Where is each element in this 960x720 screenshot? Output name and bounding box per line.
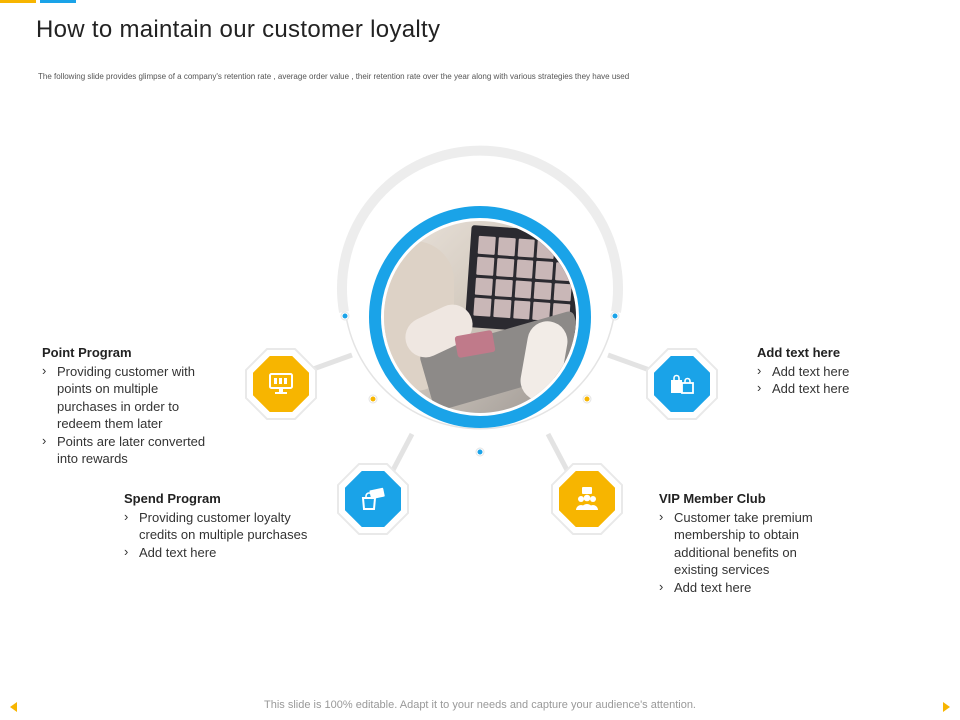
top-accent-bar-yellow (0, 0, 36, 3)
shopping-bag-card-icon (361, 487, 385, 510)
list-item: Add text here (124, 543, 324, 562)
connector-spend-program (389, 432, 415, 474)
add-text-octagon (654, 356, 710, 412)
list-item: Providing customer loyalty credits on mu… (124, 508, 324, 544)
add-text-block: Add text here Add text here Add text her… (757, 344, 927, 398)
center-blue-ring (369, 206, 591, 428)
add-text-heading: Add text here (757, 345, 841, 360)
arc-dot (477, 449, 483, 455)
list-item: Points are later converted into rewards (42, 432, 212, 468)
list-item: Providing customer with points on multip… (42, 362, 212, 433)
spend-program-block: Spend Program Providing customer loyalty… (124, 490, 324, 561)
shopping-bags-icon (671, 374, 694, 394)
spend-program-heading: Spend Program (124, 491, 221, 506)
footer-note: This slide is 100% editable. Adapt it to… (264, 699, 696, 711)
arc-dot (584, 396, 590, 402)
list-item: Add text here (757, 379, 927, 398)
outer-gray-arc (337, 145, 623, 313)
vip-member-club-list: Customer take premium membership to obta… (659, 508, 829, 597)
vip-member-club-heading: VIP Member Club (659, 491, 766, 506)
connector-vip-club (545, 432, 571, 474)
page-subtitle: The following slide provides glimpse of … (38, 72, 630, 81)
inner-thin-arc (345, 315, 615, 430)
add-text-list: Add text here Add text here (757, 362, 927, 398)
previous-slide-arrow-icon[interactable] (10, 702, 17, 712)
monitor-icon (269, 373, 293, 394)
next-slide-arrow-icon[interactable] (943, 702, 950, 712)
top-accent-bar-blue (40, 0, 76, 3)
page-title: How to maintain our customer loyalty (36, 16, 441, 43)
point-program-heading: Point Program (42, 345, 132, 360)
arc-dot (370, 396, 376, 402)
vip-member-club-octagon (559, 471, 615, 527)
point-program-octagon (253, 356, 309, 412)
spend-program-octagon (345, 471, 401, 527)
point-program-list: Providing customer with points on multip… (42, 362, 212, 468)
center-photo-laptop-shopping (384, 221, 576, 413)
spend-program-list: Providing customer loyalty credits on mu… (124, 508, 324, 562)
point-program-block: Point Program Providing customer with po… (42, 344, 212, 468)
member-group-icon (576, 487, 598, 510)
vip-member-club-block: VIP Member Club Customer take premium me… (659, 490, 829, 596)
list-item: Add text here (659, 578, 829, 597)
arc-dot (612, 313, 618, 319)
list-item: Customer take premium membership to obta… (659, 508, 829, 579)
list-item: Add text here (757, 362, 927, 381)
arc-dot (342, 313, 348, 319)
